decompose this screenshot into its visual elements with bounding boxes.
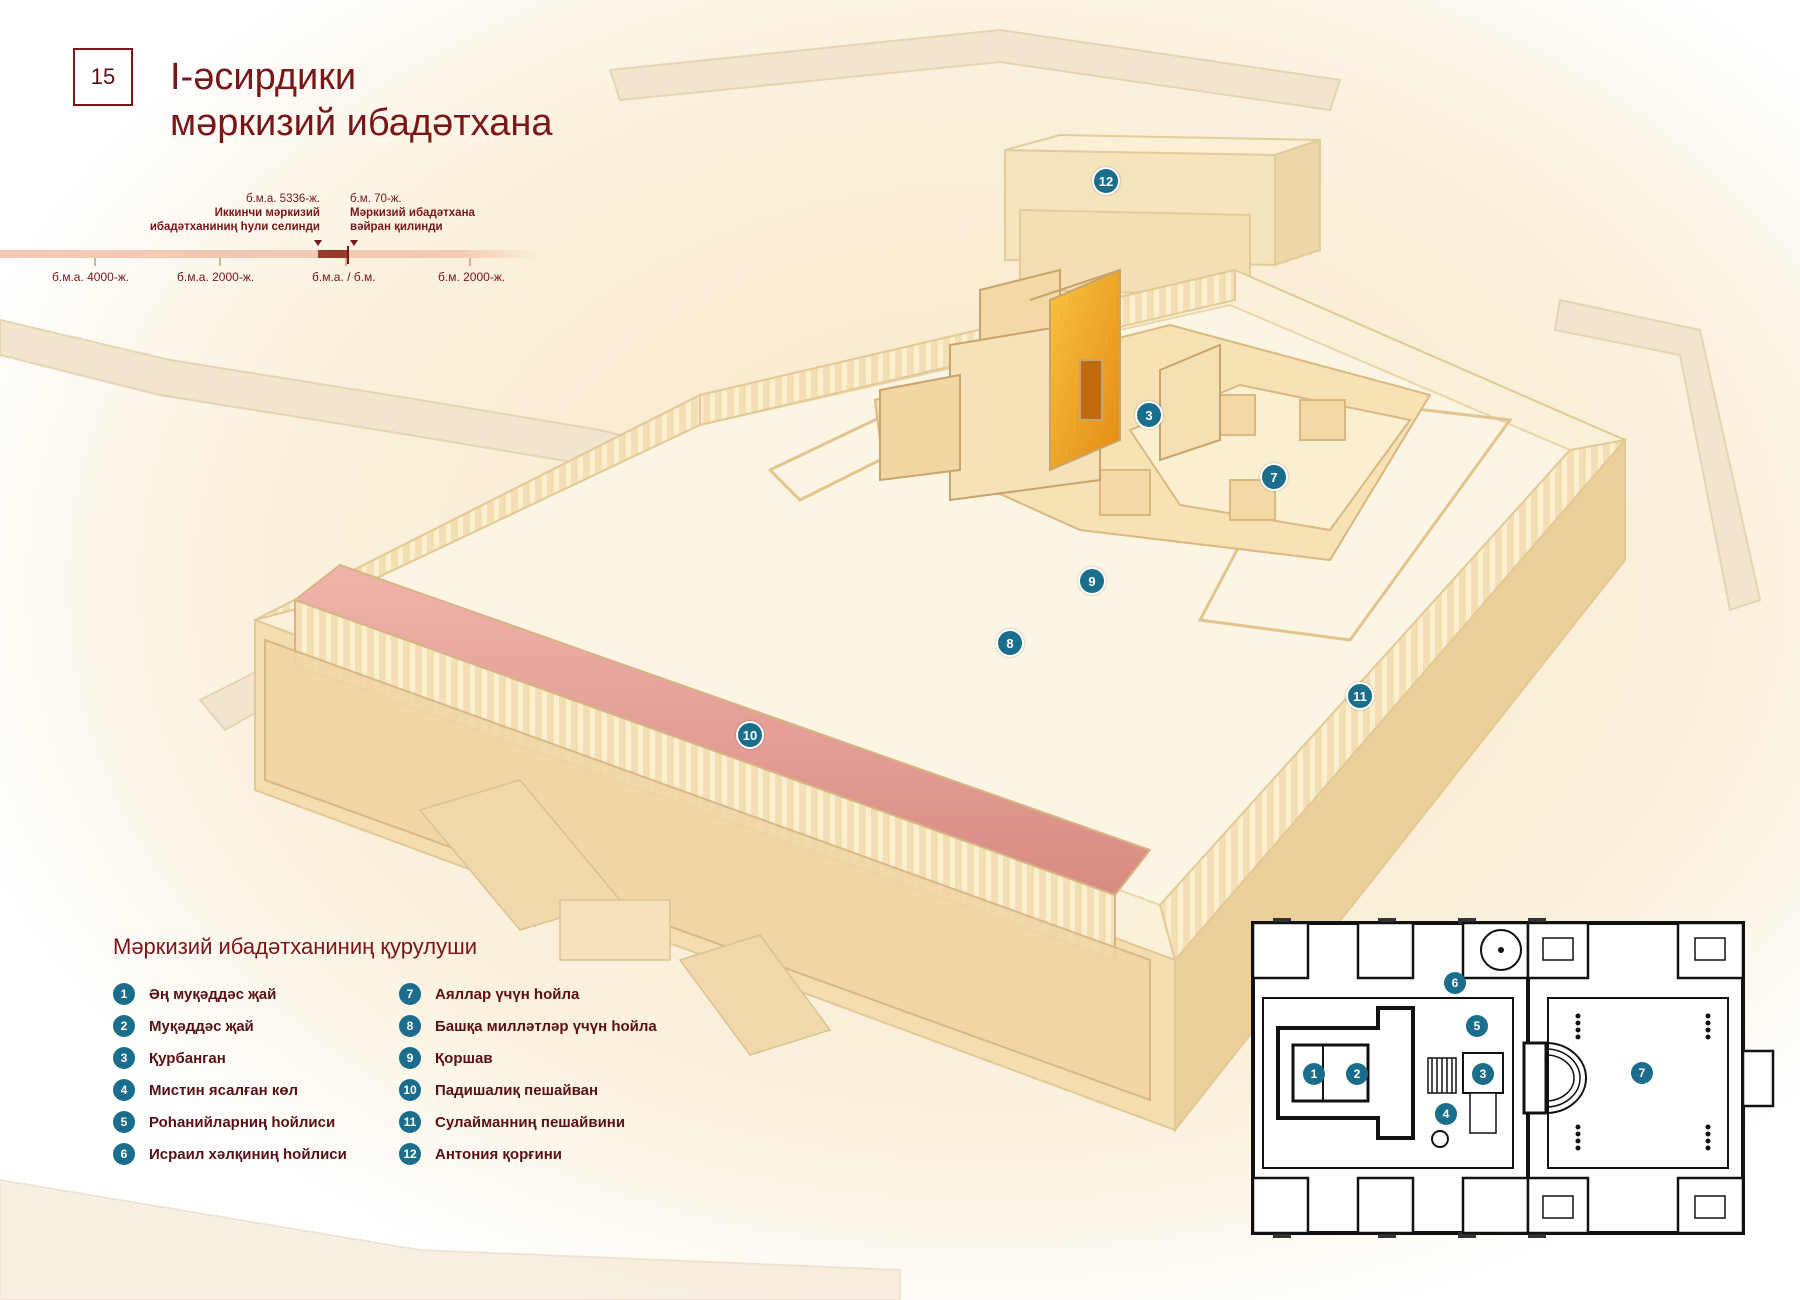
plan-marker-laver[interactable]: 4: [1435, 1103, 1457, 1125]
legend-label: Мистин ясалған көл: [149, 1081, 299, 1099]
scene-marker-solomons-porch[interactable]: 11: [1346, 682, 1374, 710]
legend-label: Башқа милләтләр үчүн һойла: [435, 1017, 657, 1035]
legend-label: Сулайманниң пешайвини: [435, 1113, 626, 1131]
legend-item: 6 Исраил хәлқиниң һойлиси: [113, 1138, 399, 1170]
timeline-event-right: б.м. 70-ж. Мәркизий ибадәтхана вәйран қи…: [350, 192, 475, 234]
legend-item: 10 Падишалиқ пешайван: [399, 1074, 685, 1106]
legend-label: Исраил хәлқиниң һойлиси: [149, 1145, 347, 1163]
timeline-bar: [0, 240, 540, 266]
timeline-event-left-date: б.м.а. 5336-ж.: [246, 193, 320, 205]
legend-label: Қурбанган: [149, 1049, 226, 1067]
legend-label: Қоршав: [435, 1049, 493, 1067]
legend-columns: 1 Әң муқәддәс җай 2 Муқәддәс җай 3 Қурбанга…: [113, 978, 733, 1170]
legend-item: 12 Антония қорғини: [399, 1138, 685, 1170]
legend-item: 3 Қурбанган: [113, 1042, 399, 1074]
legend-title: Мәркизий ибадәтханиниң қурулуши: [113, 934, 478, 959]
title-line-1: I-әсирдики: [170, 56, 357, 98]
legend-item: 4 Мистин ясалған көл: [113, 1074, 399, 1106]
legend-label: Әң муқәддәс җай: [149, 985, 277, 1003]
plan-marker-priests-court[interactable]: 5: [1466, 1015, 1488, 1037]
sanctuary-building: [879, 268, 1221, 502]
page-title: I-әсирдики мәркизий ибадәтхана: [170, 54, 552, 146]
legend-number-badge: 12: [399, 1143, 421, 1165]
legend-item: 5 Роһанийларниң һойлиси: [113, 1106, 399, 1138]
legend-label: Муқәддәс җай: [149, 1017, 254, 1035]
timeline-tick-label: б.м.а. 2000-ж.: [177, 270, 255, 284]
staircases: [418, 779, 832, 1056]
timeline-event-left-line2: ибадәтханиниң һули селинди: [149, 221, 320, 233]
legend: Мәркизий ибадәтханиниң қурулуши 1 Әң муқә…: [113, 934, 733, 1170]
timeline-tick-label: б.м.а. 4000-ж.: [52, 270, 130, 284]
legend-number-badge: 7: [399, 983, 421, 1005]
legend-number-badge: 8: [399, 1015, 421, 1037]
legend-item: 11 Сулайманниң пешайвини: [399, 1106, 685, 1138]
legend-label: Роһанийларниң һойлиси: [149, 1113, 336, 1131]
scene-marker-gentiles-court[interactable]: 8: [996, 629, 1024, 657]
legend-column-left: 1 Әң муқәддәс җай 2 Муқәддәс җай 3 Қурбанга…: [113, 978, 399, 1170]
legend-number-badge: 10: [399, 1079, 421, 1101]
legend-label: Аяллар үчүн һойла: [435, 985, 580, 1003]
plan-marker-women-court[interactable]: 7: [1631, 1062, 1653, 1084]
antonia-fortress: [1004, 133, 1321, 297]
legend-number-badge: 11: [399, 1111, 421, 1133]
floor-plan-drawing: [1251, 918, 1775, 1238]
plan-marker-israel-court[interactable]: 6: [1444, 972, 1466, 994]
timeline-tick-label: б.м.а. / б.м.: [312, 270, 376, 284]
legend-item: 7 Аяллар үчүн һойла: [399, 978, 685, 1010]
scene-marker-altar[interactable]: 3: [1135, 401, 1163, 429]
floor-plan: 6 5 1 2 3 4 7: [1248, 913, 1778, 1243]
timeline-event-right-date: б.м. 70-ж.: [350, 193, 402, 205]
legend-item: 2 Муқәддәс җай: [113, 1010, 399, 1042]
scene-marker-royal-stoa[interactable]: 10: [736, 721, 764, 749]
legend-number-badge: 6: [113, 1143, 135, 1165]
plan-marker-holy-of-holies[interactable]: 1: [1303, 1063, 1325, 1085]
legend-item: 9 Қоршав: [399, 1042, 685, 1074]
timeline-event-right-line1: Мәркизий ибадәтхана: [350, 207, 475, 219]
timeline-tick-label: б.м. 2000-ж.: [438, 270, 506, 284]
plan-marker-altar[interactable]: 3: [1472, 1063, 1494, 1085]
legend-number-badge: 3: [113, 1047, 135, 1069]
legend-label: Антония қорғини: [435, 1145, 562, 1163]
legend-label: Падишалиқ пешайван: [435, 1081, 599, 1099]
scene-marker-antonia[interactable]: 12: [1092, 167, 1120, 195]
legend-number-badge: 2: [113, 1015, 135, 1037]
legend-number-badge: 5: [113, 1111, 135, 1133]
legend-column-right: 7 Аяллар үчүн һойла 8 Башқа милләтләр үчүн…: [399, 978, 685, 1170]
page-number: 15: [73, 48, 133, 106]
plan-marker-holy-place[interactable]: 2: [1346, 1063, 1368, 1085]
timeline-event-right-line2: вәйран қилинди: [350, 221, 443, 233]
legend-item: 1 Әң муқәддәс җай: [113, 978, 399, 1010]
legend-number-badge: 4: [113, 1079, 135, 1101]
scene-marker-barrier[interactable]: 9: [1078, 567, 1106, 595]
timeline-event-left-line1: Иккинчи мәркизий: [214, 207, 320, 219]
legend-number-badge: 1: [113, 983, 135, 1005]
timeline-event-left: б.м.а. 5336-ж. Иккинчи мәркизий ибадәтха…: [150, 192, 320, 234]
scene-marker-women-court[interactable]: 7: [1260, 463, 1288, 491]
royal-stoa: [264, 563, 1152, 1102]
legend-number-badge: 9: [399, 1047, 421, 1069]
title-line-2: мәркизий ибадәтхана: [170, 102, 553, 144]
legend-item: 8 Башқа милләтләр үчүн һойла: [399, 1010, 685, 1042]
